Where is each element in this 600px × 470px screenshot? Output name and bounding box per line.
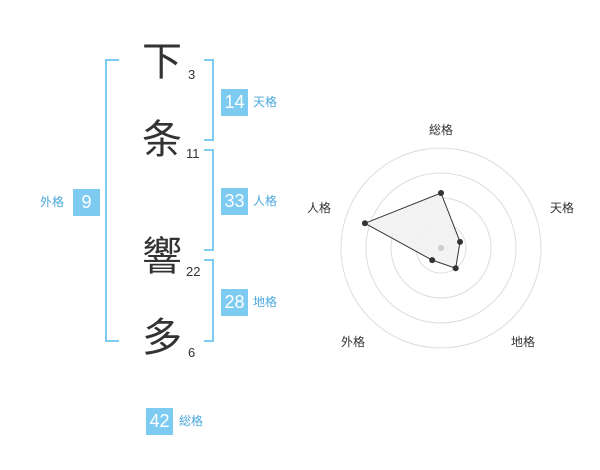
kanji-char-4: 多: [142, 315, 182, 361]
stroke-count-3: 22: [186, 264, 201, 279]
axis-label-chikaku: 地格: [511, 334, 535, 349]
chikaku-value: 28: [221, 289, 248, 316]
kanji-char-3: 響: [142, 234, 182, 280]
soukaku-value: 42: [146, 408, 173, 435]
radar-point-2: [457, 238, 464, 245]
axis-label-jinkaku: 人格: [307, 200, 331, 215]
radar-ring: [365, 172, 517, 324]
axis-label-gaikaku: 外格: [341, 334, 365, 349]
radar-ring: [340, 147, 542, 349]
radar-point-5: [361, 220, 368, 227]
chikaku-bracket: [204, 259, 214, 342]
gaikaku-bracket: [105, 59, 119, 342]
tenkaku-value: 14: [221, 89, 248, 116]
stroke-count-2: 11: [186, 146, 200, 161]
gaikaku-label: 外格: [40, 195, 65, 209]
radar-polygon: [363, 192, 461, 269]
soukaku-label: 総格: [179, 414, 204, 428]
radar-point-3: [452, 265, 459, 272]
radar-center-dot: [438, 245, 444, 251]
stroke-count-1: 3: [188, 67, 196, 82]
kanji-char-1: 下: [142, 39, 182, 85]
stroke-count-4: 6: [188, 345, 196, 360]
radar-point-4: [429, 257, 436, 264]
kanji-char-2: 条: [142, 117, 182, 163]
radar-point-1: [438, 190, 444, 196]
axis-label-soukaku: 総格: [429, 122, 453, 137]
tenkaku-label: 天格: [253, 95, 278, 109]
jinkaku-label: 人格: [253, 194, 278, 208]
tenkaku-bracket: [204, 59, 214, 141]
axis-label-tenkaku: 天格: [550, 200, 574, 215]
jinkaku-bracket: [204, 149, 214, 251]
chikaku-label: 地格: [253, 295, 278, 309]
gaikaku-value: 9: [73, 189, 100, 216]
jinkaku-value: 33: [221, 188, 248, 215]
